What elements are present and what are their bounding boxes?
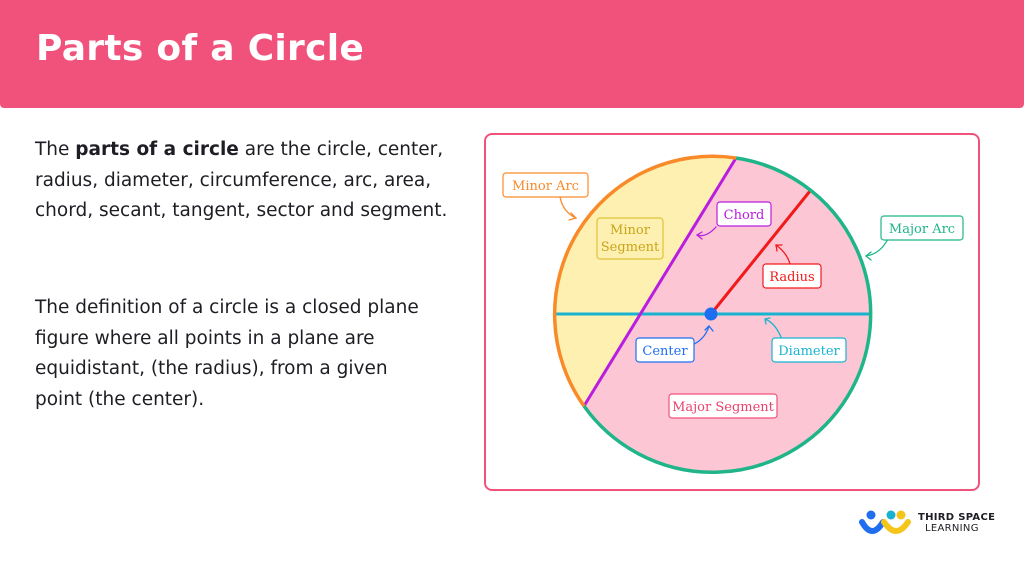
- chord-line: [582, 157, 738, 407]
- brand-name: THIRD SPACE LEARNING: [918, 512, 995, 534]
- svg-text:Major Arc: Major Arc: [889, 222, 955, 237]
- svg-text:Radius: Radius: [769, 270, 814, 285]
- svg-text:Center: Center: [642, 344, 688, 359]
- svg-text:Segment: Segment: [601, 240, 660, 255]
- definition-paragraph: The definition of a circle is a closed p…: [35, 297, 419, 410]
- center-arrowhead: [704, 325, 714, 332]
- radius-line: [709, 190, 812, 315]
- minor-segment-region: [553, 156, 736, 460]
- minor-arc: [552, 154, 737, 408]
- radius-arrow: [775, 244, 791, 265]
- minor-arc-label: Minor Arc: [502, 172, 589, 198]
- intro-bold-term: parts of a circle: [75, 139, 239, 160]
- minor-arc-arrow: [559, 196, 577, 219]
- svg-text:Major Segment: Major Segment: [672, 400, 775, 415]
- major-arc-arrow: [865, 238, 889, 257]
- major-arc-arrowhead: [864, 251, 872, 261]
- center-point: [704, 307, 718, 321]
- brand-line-2: LEARNING: [925, 523, 979, 534]
- center-label: Center: [635, 337, 695, 363]
- title-banner: Parts of a Circle: [0, 0, 1024, 108]
- major-arc-label: Major Arc: [880, 215, 964, 241]
- third-space-learning-logo-icon: [859, 510, 911, 534]
- intro-text-end: are the circle, center, radius, diameter…: [35, 139, 448, 221]
- diameter-label: Diameter: [771, 337, 847, 363]
- chord-arrow: [696, 226, 717, 237]
- intro-paragraph: The parts of a circle are the circle, ce…: [35, 135, 465, 227]
- page-title: Parts of a Circle: [36, 28, 365, 69]
- radius-arrowhead: [775, 244, 783, 252]
- radius-label: Radius: [762, 263, 822, 289]
- major-arc: [582, 156, 873, 474]
- diameter-arrow: [764, 318, 782, 338]
- svg-text:Minor: Minor: [610, 223, 651, 238]
- diameter-arrowhead: [764, 317, 771, 325]
- intro-text-start: The: [35, 139, 76, 160]
- minor-arc-arrowhead: [568, 212, 578, 221]
- svg-text:Diameter: Diameter: [778, 344, 840, 359]
- major-segment-label: Major Segment: [668, 393, 778, 419]
- brand-line-1: THIRD SPACE: [918, 512, 996, 523]
- minor-segment-label: Minor Segment: [596, 217, 664, 260]
- chord-arrowhead: [695, 231, 703, 240]
- svg-text:Chord: Chord: [724, 208, 765, 223]
- chord-label: Chord: [716, 201, 772, 227]
- svg-text:Minor Arc: Minor Arc: [512, 179, 579, 194]
